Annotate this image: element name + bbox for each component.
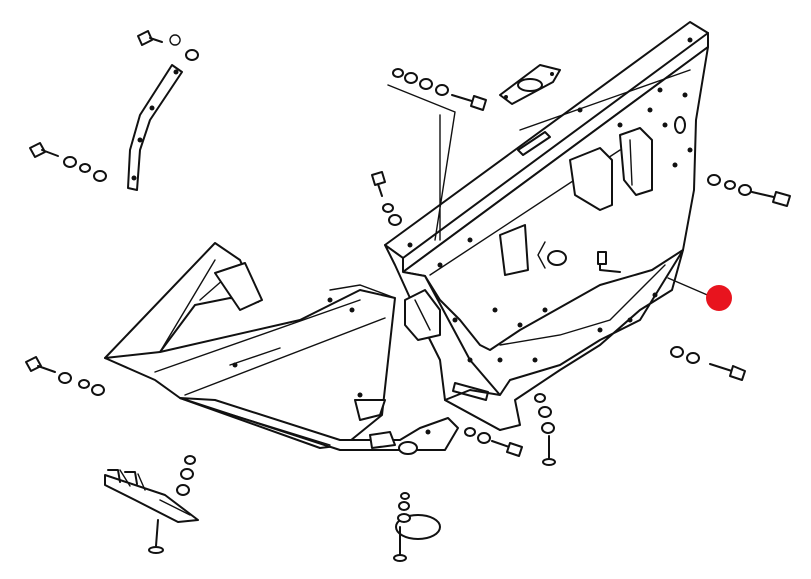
bolt-stack-top-left [137,30,199,61]
bolt-stack-center-left [371,171,402,226]
bolt-stack-lower-left [25,356,105,396]
bolt-stack-top-center [387,68,487,241]
curved-strap [127,64,183,191]
bolt-stack-right-lower [670,346,746,381]
gasket-plate [499,64,561,105]
fasteners [25,30,791,562]
bolt-stack-bottom-center [393,492,410,562]
mount-bracket [104,469,199,523]
front-panel-assembly [384,21,709,431]
callout[interactable] [667,277,732,311]
bolt-stack-left [29,142,107,182]
bolt-stack-center-bottom [464,393,556,466]
callout-marker-dot[interactable] [706,285,732,311]
bolt-stack-bottom-left [148,455,196,554]
panel-holes [407,37,693,363]
lower-tray [104,242,459,455]
round-pad [395,513,441,541]
callout-leader-line [667,277,713,298]
bolt-stack-right [707,174,791,207]
